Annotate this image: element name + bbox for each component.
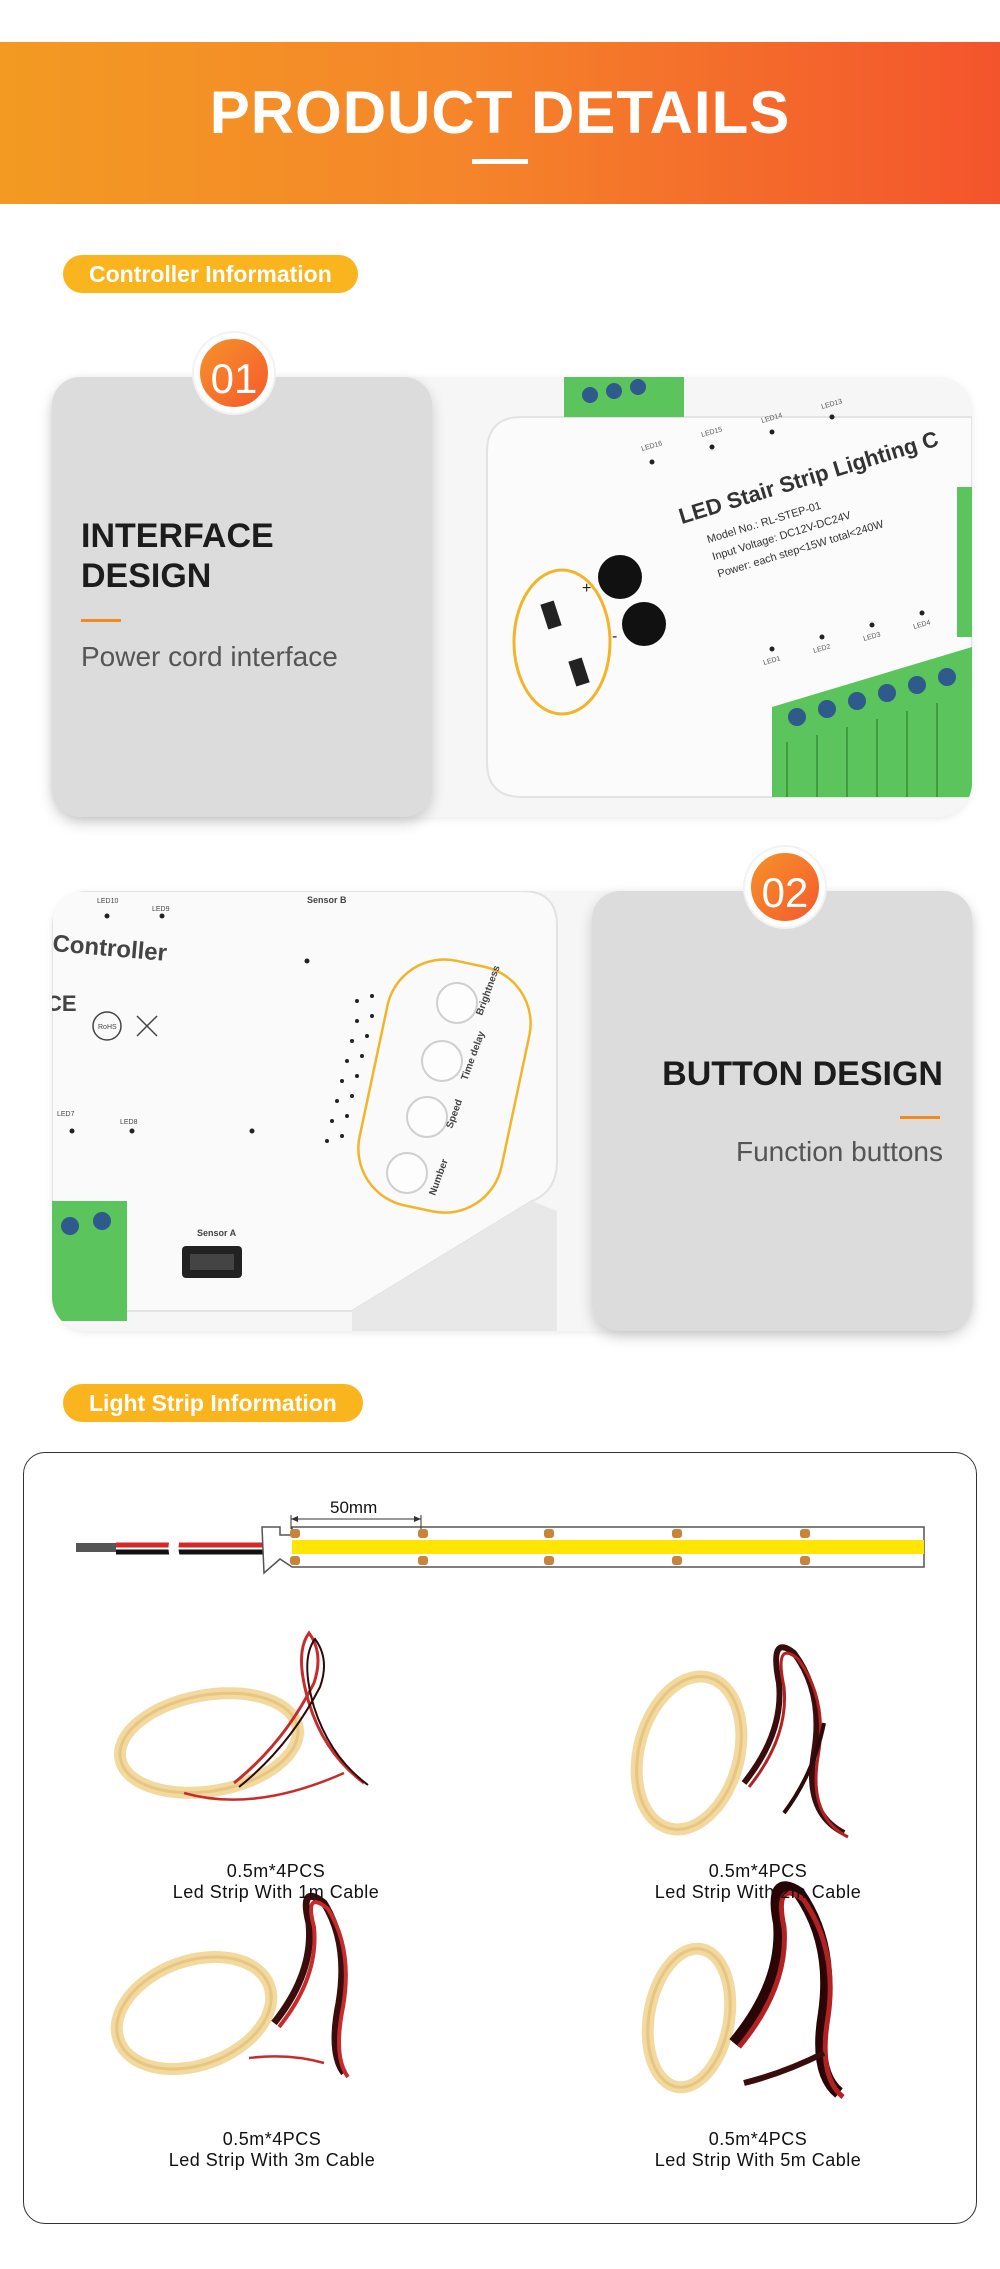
product-name: Led Strip With 1m Cable: [172, 1882, 380, 1902]
feature-title-line1: INTERFACE: [81, 517, 274, 555]
sensor-a-label: Sensor A: [197, 1228, 237, 1238]
feature-title-line2: DESIGN: [81, 557, 212, 595]
feature-number-badge: 01: [194, 333, 274, 413]
led-label-bottom: LED1: [763, 655, 782, 667]
product-caption-3m: 0.5m*4PCS Led Strip With 3m Cable: [62, 2129, 482, 2171]
product-image-2m: [630, 1644, 849, 1839]
strip-illustrations: 50mm: [76, 1498, 925, 2099]
feature-card-buttons: Brightness Time delay Speed Number Contr…: [52, 847, 972, 1331]
weee-icon: [136, 1015, 158, 1037]
light-strip-panel: 50mm: [23, 1452, 977, 2224]
title-underline: [472, 159, 528, 164]
feature-divider: [81, 619, 121, 622]
product-name: Led Strip With 3m Cable: [168, 2150, 376, 2170]
plus-sign: +: [582, 580, 591, 597]
feature-title: BUTTON DESIGN: [662, 1055, 943, 1093]
minus-sign: -: [612, 628, 617, 645]
feature-subtitle: Power cord interface: [81, 641, 338, 672]
led-label: LED10: [97, 898, 119, 905]
product-qty: 0.5m*4PCS: [708, 2129, 808, 2149]
product-image-5m: [641, 1881, 845, 2099]
product-qty: 0.5m*4PCS: [708, 1861, 808, 1881]
product-image-1m: [113, 1630, 369, 1801]
feature-card-interface: LED16 LED15 LED14 LED13 LED1 LED2 LED3 L…: [52, 333, 972, 817]
led-label-bottom: LED2: [813, 643, 832, 655]
rohs-label: RoHS: [98, 1024, 117, 1031]
led-label-bottom: LED4: [913, 619, 932, 631]
product-name: Led Strip With 5m Cable: [654, 2150, 862, 2170]
led-label: LED8: [120, 1119, 138, 1126]
ce-mark: CE: [52, 991, 77, 1016]
led-label: LED7: [57, 1111, 75, 1118]
product-qty: 0.5m*4PCS: [222, 2129, 322, 2149]
feature-subtitle: Function buttons: [735, 1136, 943, 1167]
feature-title: INTERFACE DESIGN: [81, 516, 274, 596]
product-caption-1m: 0.5m*4PCS Led Strip With 1m Cable: [66, 1861, 486, 1903]
info-panel-buttons: BUTTON DESIGN Function buttons: [592, 891, 972, 1331]
section-label-strip: Light Strip Information: [63, 1384, 363, 1422]
rohs-icon: [92, 1011, 122, 1041]
page-title: PRODUCT DETAILS: [209, 79, 791, 146]
dimension-label: 50mm: [330, 1498, 377, 1517]
header-banner: PRODUCT DETAILS: [0, 42, 1000, 204]
strip-diagram: 50mm: [76, 1498, 925, 1575]
led-label: LED9: [152, 906, 170, 913]
led-label-bottom: LED3: [863, 631, 882, 643]
product-name: Led Strip With 2m Cable: [654, 1882, 862, 1902]
info-panel-interface: INTERFACE DESIGN Power cord interface: [52, 377, 432, 817]
product-image-3m: [110, 1892, 350, 2079]
sensor-b-label: Sensor B: [307, 895, 347, 905]
feature-number-badge: 02: [745, 847, 825, 927]
product-qty: 0.5m*4PCS: [226, 1861, 326, 1881]
product-caption-5m: 0.5m*4PCS Led Strip With 5m Cable: [548, 2129, 968, 2171]
feature-divider: [900, 1116, 940, 1119]
section-label-controller: Controller Information: [63, 255, 358, 293]
product-caption-2m: 0.5m*4PCS Led Strip With 2m Cable: [548, 1861, 968, 1903]
